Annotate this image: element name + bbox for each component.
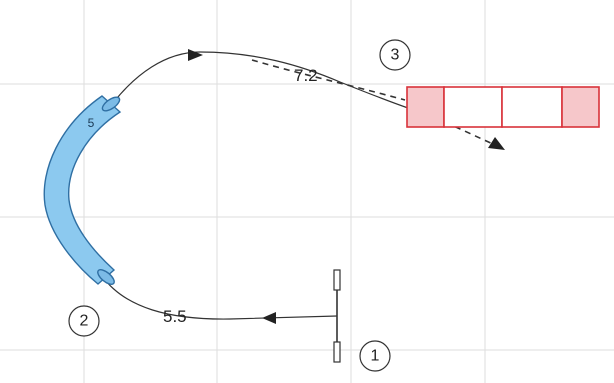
marker-circle — [379, 39, 411, 71]
red-obstacle-end-left — [406, 86, 445, 128]
tunnel-label: 5 — [88, 116, 95, 130]
red-obstacle — [406, 86, 600, 128]
marker-label: 2 — [80, 313, 89, 330]
distance-label-bottom: 5.5 — [163, 307, 187, 326]
distance-label-top: 7.2 — [294, 66, 318, 85]
red-obstacle-section — [501, 86, 563, 128]
gate-post-bottom — [333, 341, 341, 363]
marker-label: 1 — [371, 348, 380, 365]
tunnel-bottom-opening — [97, 269, 115, 285]
dashed-arrow-icon — [488, 137, 505, 150]
path-segment-top — [112, 51, 409, 109]
marker-label: 3 — [391, 47, 400, 64]
curved-tunnel: 5 — [43, 95, 122, 285]
marker-circle — [359, 340, 391, 372]
path-segment-bottom — [101, 275, 338, 320]
red-obstacle-section — [443, 86, 503, 128]
tunnel-body — [43, 95, 122, 285]
jump-gate — [333, 269, 341, 363]
tunnel-top-opening — [101, 96, 121, 112]
marker-2: 2 — [68, 305, 100, 337]
red-obstacle-end-right — [561, 86, 600, 128]
arrow-right-icon — [188, 49, 203, 61]
dashed-approach-line — [251, 59, 406, 101]
gate-post-top — [333, 269, 341, 291]
marker-1: 1 — [359, 340, 391, 372]
marker-3: 3 — [379, 39, 411, 71]
marker-circle — [68, 305, 100, 337]
arrow-left-icon — [262, 312, 276, 324]
dashed-exit-line — [444, 121, 496, 146]
